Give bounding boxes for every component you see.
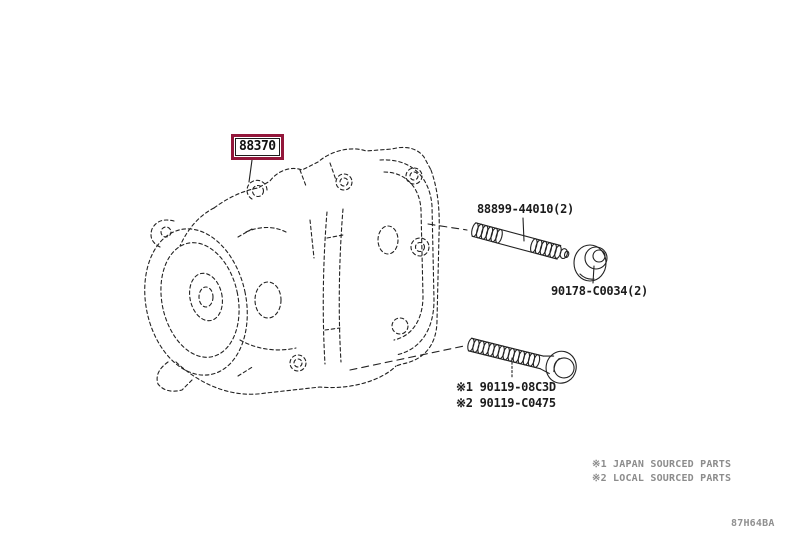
stud-bolt-label-leader [522, 217, 525, 242]
footnote-japan-sourced: ※1 JAPAN SOURCED PARTS [592, 459, 732, 470]
part-label-stud-bolt[interactable]: 88899-44010(2) [477, 202, 574, 216]
callout-box-88370[interactable]: 88370 [231, 134, 284, 160]
flange-nut-drawing [573, 244, 608, 282]
compressor-drawing [144, 146, 440, 395]
compressor-body-drawing [175, 146, 440, 395]
part-label-flange-nut[interactable]: 90178-C0034(2) [551, 284, 648, 298]
part-label-mount-bolt-local[interactable]: ※2 90119-C0475 [456, 396, 556, 410]
part-label-mount-bolt-japan[interactable]: ※1 90119-08C3D [456, 380, 556, 394]
figure-code: 87H64BA [731, 518, 775, 529]
leader-lines [248, 159, 595, 379]
compressor-rear-bracket-drawing [289, 159, 435, 372]
compressor-band-drawing [322, 208, 344, 365]
stud-bolt-leader-line [427, 223, 468, 231]
compressor-mount-lugs-drawing [246, 162, 423, 200]
mount-bolt-drawing [467, 337, 577, 384]
callout-part-number: 88370 [235, 138, 280, 156]
compressor-front-cap-drawing [144, 219, 248, 392]
footnote-local-sourced: ※2 LOCAL SOURCED PARTS [592, 473, 732, 484]
mount-bolt-leader-line [349, 345, 465, 371]
stud-bolt-drawing [471, 222, 570, 260]
callout-leader-line [248, 159, 253, 183]
